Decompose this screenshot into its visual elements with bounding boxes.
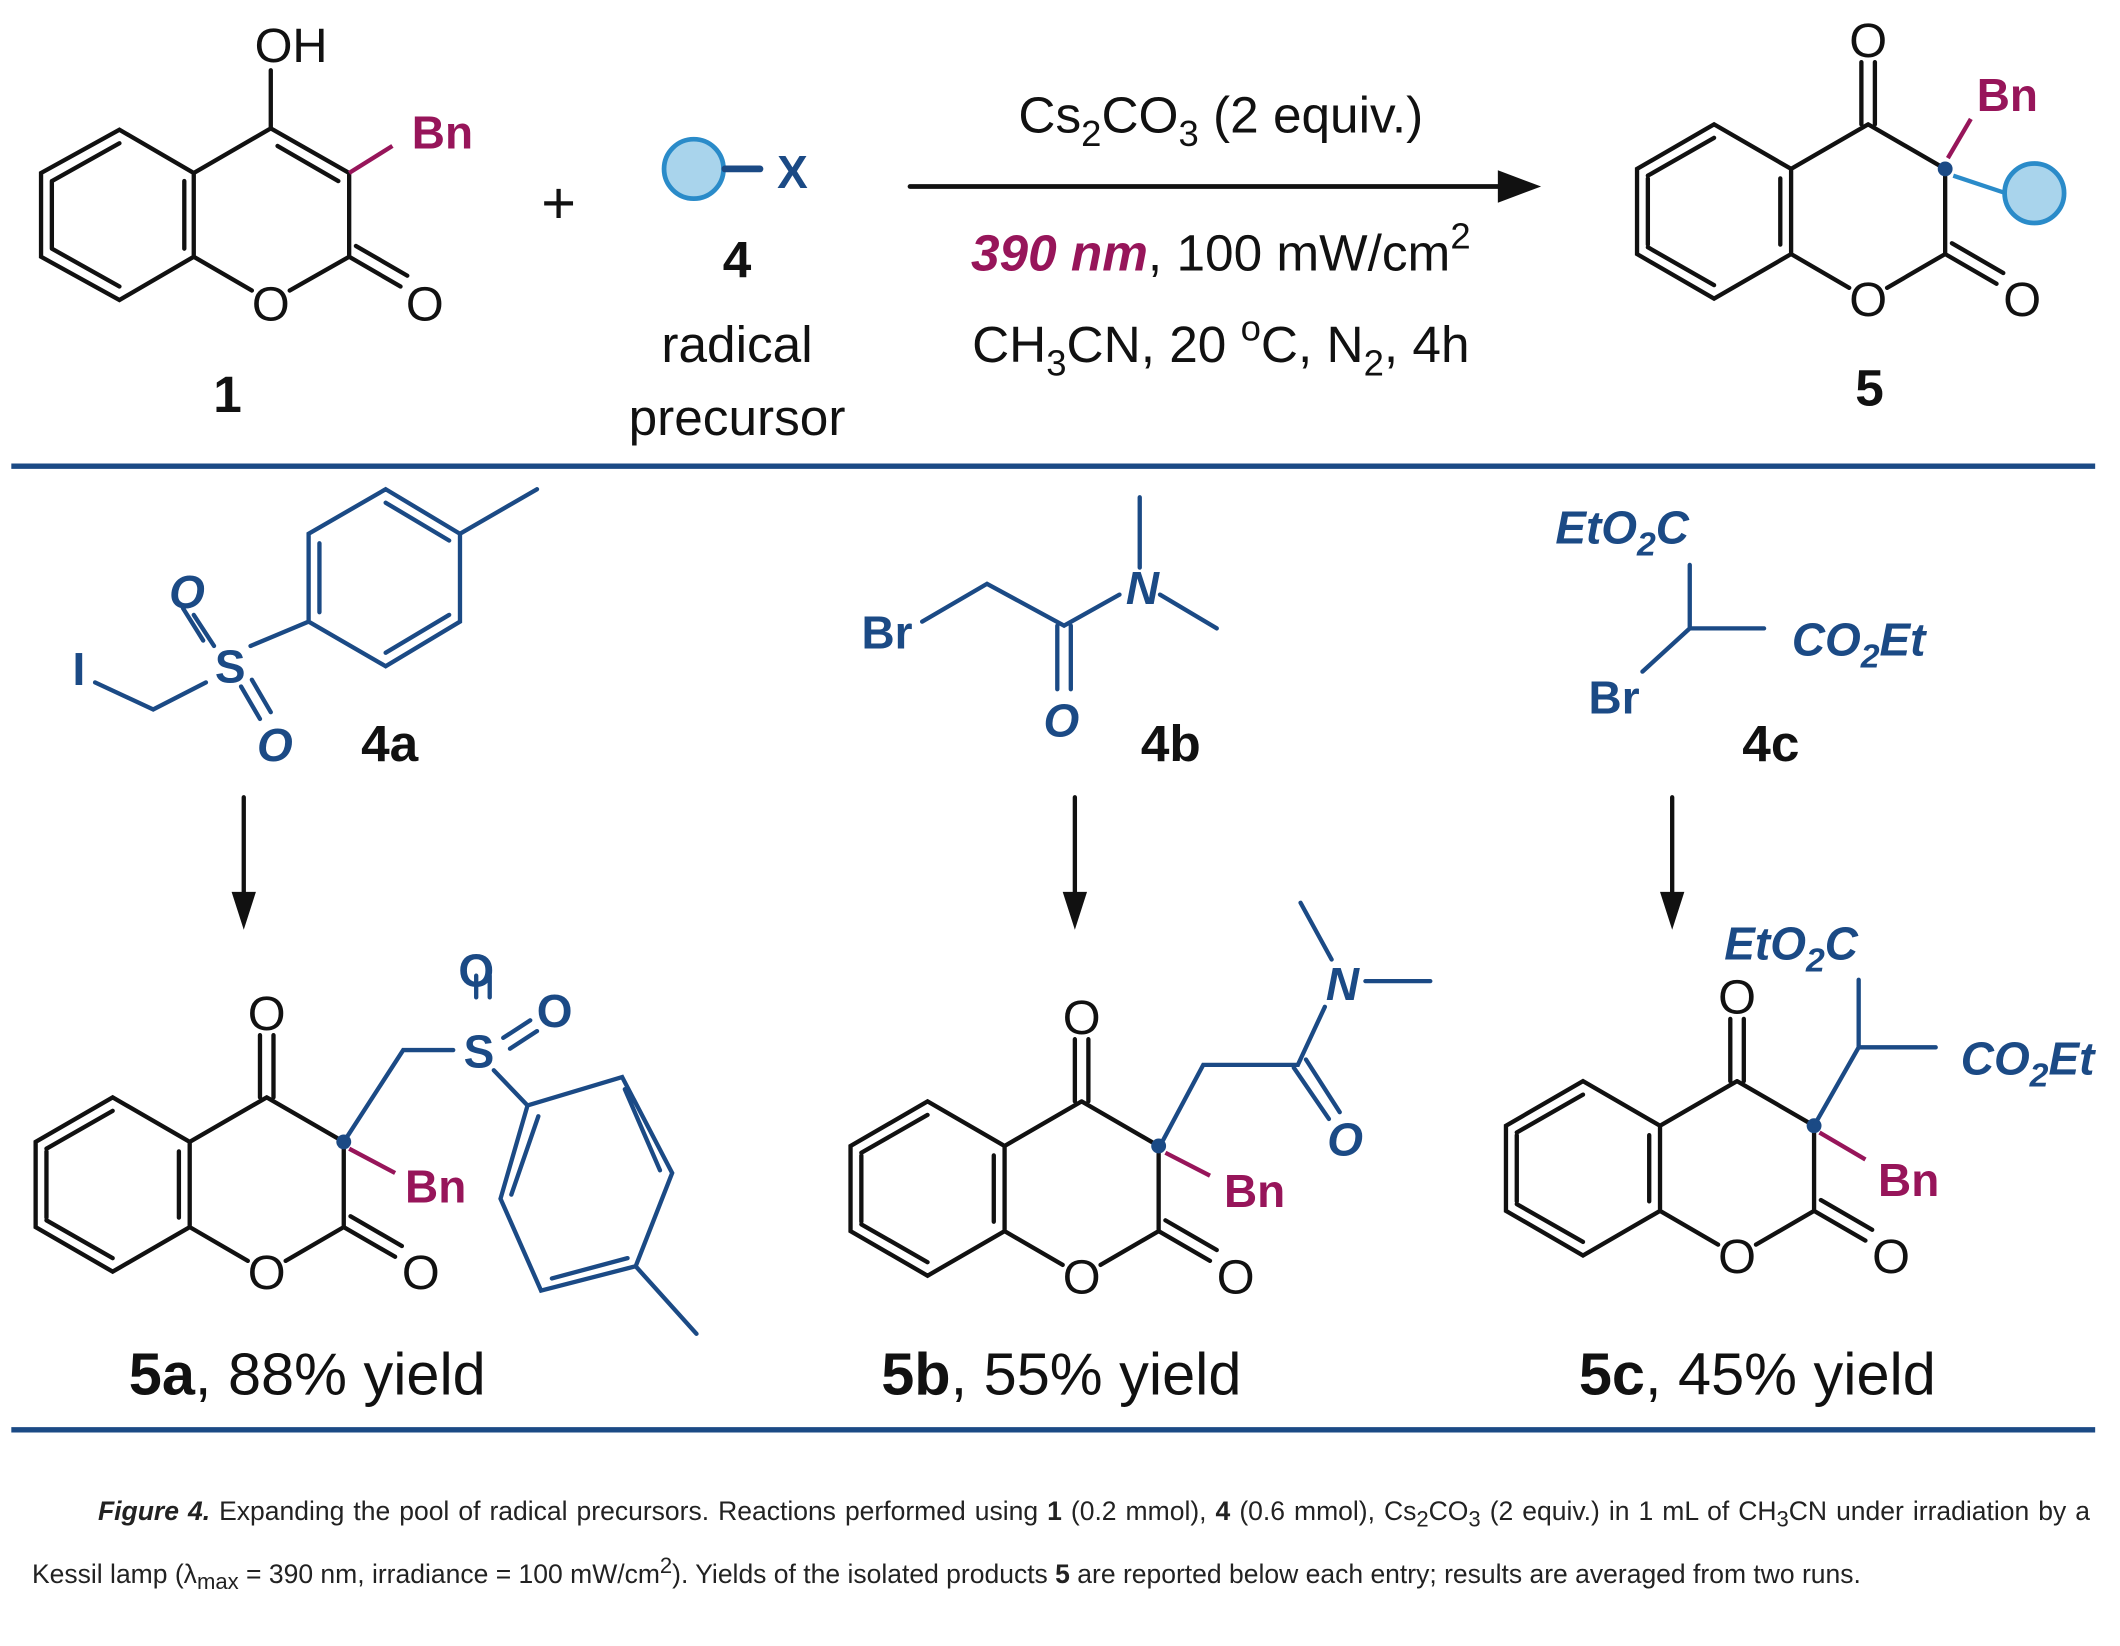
sulfur-label: S — [215, 640, 246, 692]
product-5c-structure: EtO2C CO2Et Bn — [1506, 917, 2096, 1284]
oxygen-label: O — [257, 719, 293, 771]
radical-circle-icon — [661, 136, 726, 202]
precursor-4a-structure: I S O O 4a — [73, 486, 540, 772]
ester-label-right: CO2Et — [1961, 1032, 2096, 1094]
oxygen-label: O — [458, 945, 494, 997]
sulfur-label: S — [464, 1026, 495, 1078]
compound-4c-label: 4c — [1742, 715, 1799, 772]
compound-4a-label: 4a — [361, 715, 419, 772]
bromine-label: Br — [1589, 672, 1640, 724]
nitrogen-label: N — [1126, 562, 1160, 614]
product-5a-structure: S O O Bn — [36, 945, 699, 1336]
precursor-desc-line2: precursor — [629, 389, 846, 446]
product-5-structure: Bn 5 — [1637, 14, 2067, 416]
compound-4b-label: 4b — [1141, 715, 1201, 772]
bn-label: Bn — [1977, 69, 2038, 121]
compound-5-label: 5 — [1855, 359, 1884, 416]
x-label: X — [777, 146, 808, 198]
product-5b-structure: N O Bn — [851, 900, 1433, 1305]
oxygen-label: O — [1327, 1113, 1363, 1165]
precursor-4b-structure: Br N O 4b — [861, 495, 1219, 772]
compound-1-structure: OH Bn O O 1 — [38, 19, 473, 423]
conditions-line3: CH3CN, 20 oC, N2, 4h — [972, 308, 1469, 384]
bn-label: Bn — [405, 1161, 466, 1213]
ester-label-right: CO2Et — [1792, 613, 1927, 675]
yield-5c: 5c, 45% yield — [1579, 1341, 1936, 1408]
precursor-4c-structure: EtO2C CO2Et Br 4c — [1555, 501, 1927, 772]
yield-5b: 5b, 55% yield — [881, 1341, 1241, 1408]
plus-sign: + — [541, 169, 576, 236]
iodine-label: I — [73, 643, 86, 695]
bromine-label: Br — [861, 607, 912, 659]
precursor-desc-line1: radical — [661, 316, 812, 373]
ring-oxygen-label: O — [252, 277, 290, 331]
carbonyl-oxygen-label: O — [406, 277, 444, 331]
radical-precursor-4: X 4 radical precursor — [629, 136, 846, 446]
nitrogen-label: N — [1326, 958, 1360, 1010]
reaction-conditions: Cs2CO3 (2 equiv.) 390 nm, 100 mW/cm2 CH3… — [907, 86, 1542, 384]
oxygen-label: O — [1043, 695, 1079, 747]
radical-circle-icon — [2002, 161, 2067, 226]
down-arrows — [231, 795, 1685, 930]
ester-label-top: EtO2C — [1724, 917, 1858, 979]
conditions-line1: Cs2CO3 (2 equiv.) — [1018, 86, 1423, 154]
conditions-line2: 390 nm, 100 mW/cm2 — [971, 216, 1471, 282]
ester-label-top: EtO2C — [1555, 501, 1689, 563]
yield-5a: 5a, 88% yield — [129, 1341, 486, 1408]
figure-caption: Figure 4. Expanding the pool of radical … — [32, 1496, 2090, 1595]
reaction-arrow-head-icon — [1497, 170, 1542, 203]
oxygen-label: O — [537, 985, 573, 1037]
bn-label: Bn — [1878, 1154, 1939, 1206]
bn-label: Bn — [412, 107, 473, 159]
bn-label: Bn — [1224, 1165, 1285, 1217]
compound-1-label: 1 — [213, 366, 242, 423]
compound-4-label: 4 — [723, 231, 752, 288]
oxygen-label: O — [169, 566, 205, 618]
oh-label: OH — [255, 19, 328, 73]
